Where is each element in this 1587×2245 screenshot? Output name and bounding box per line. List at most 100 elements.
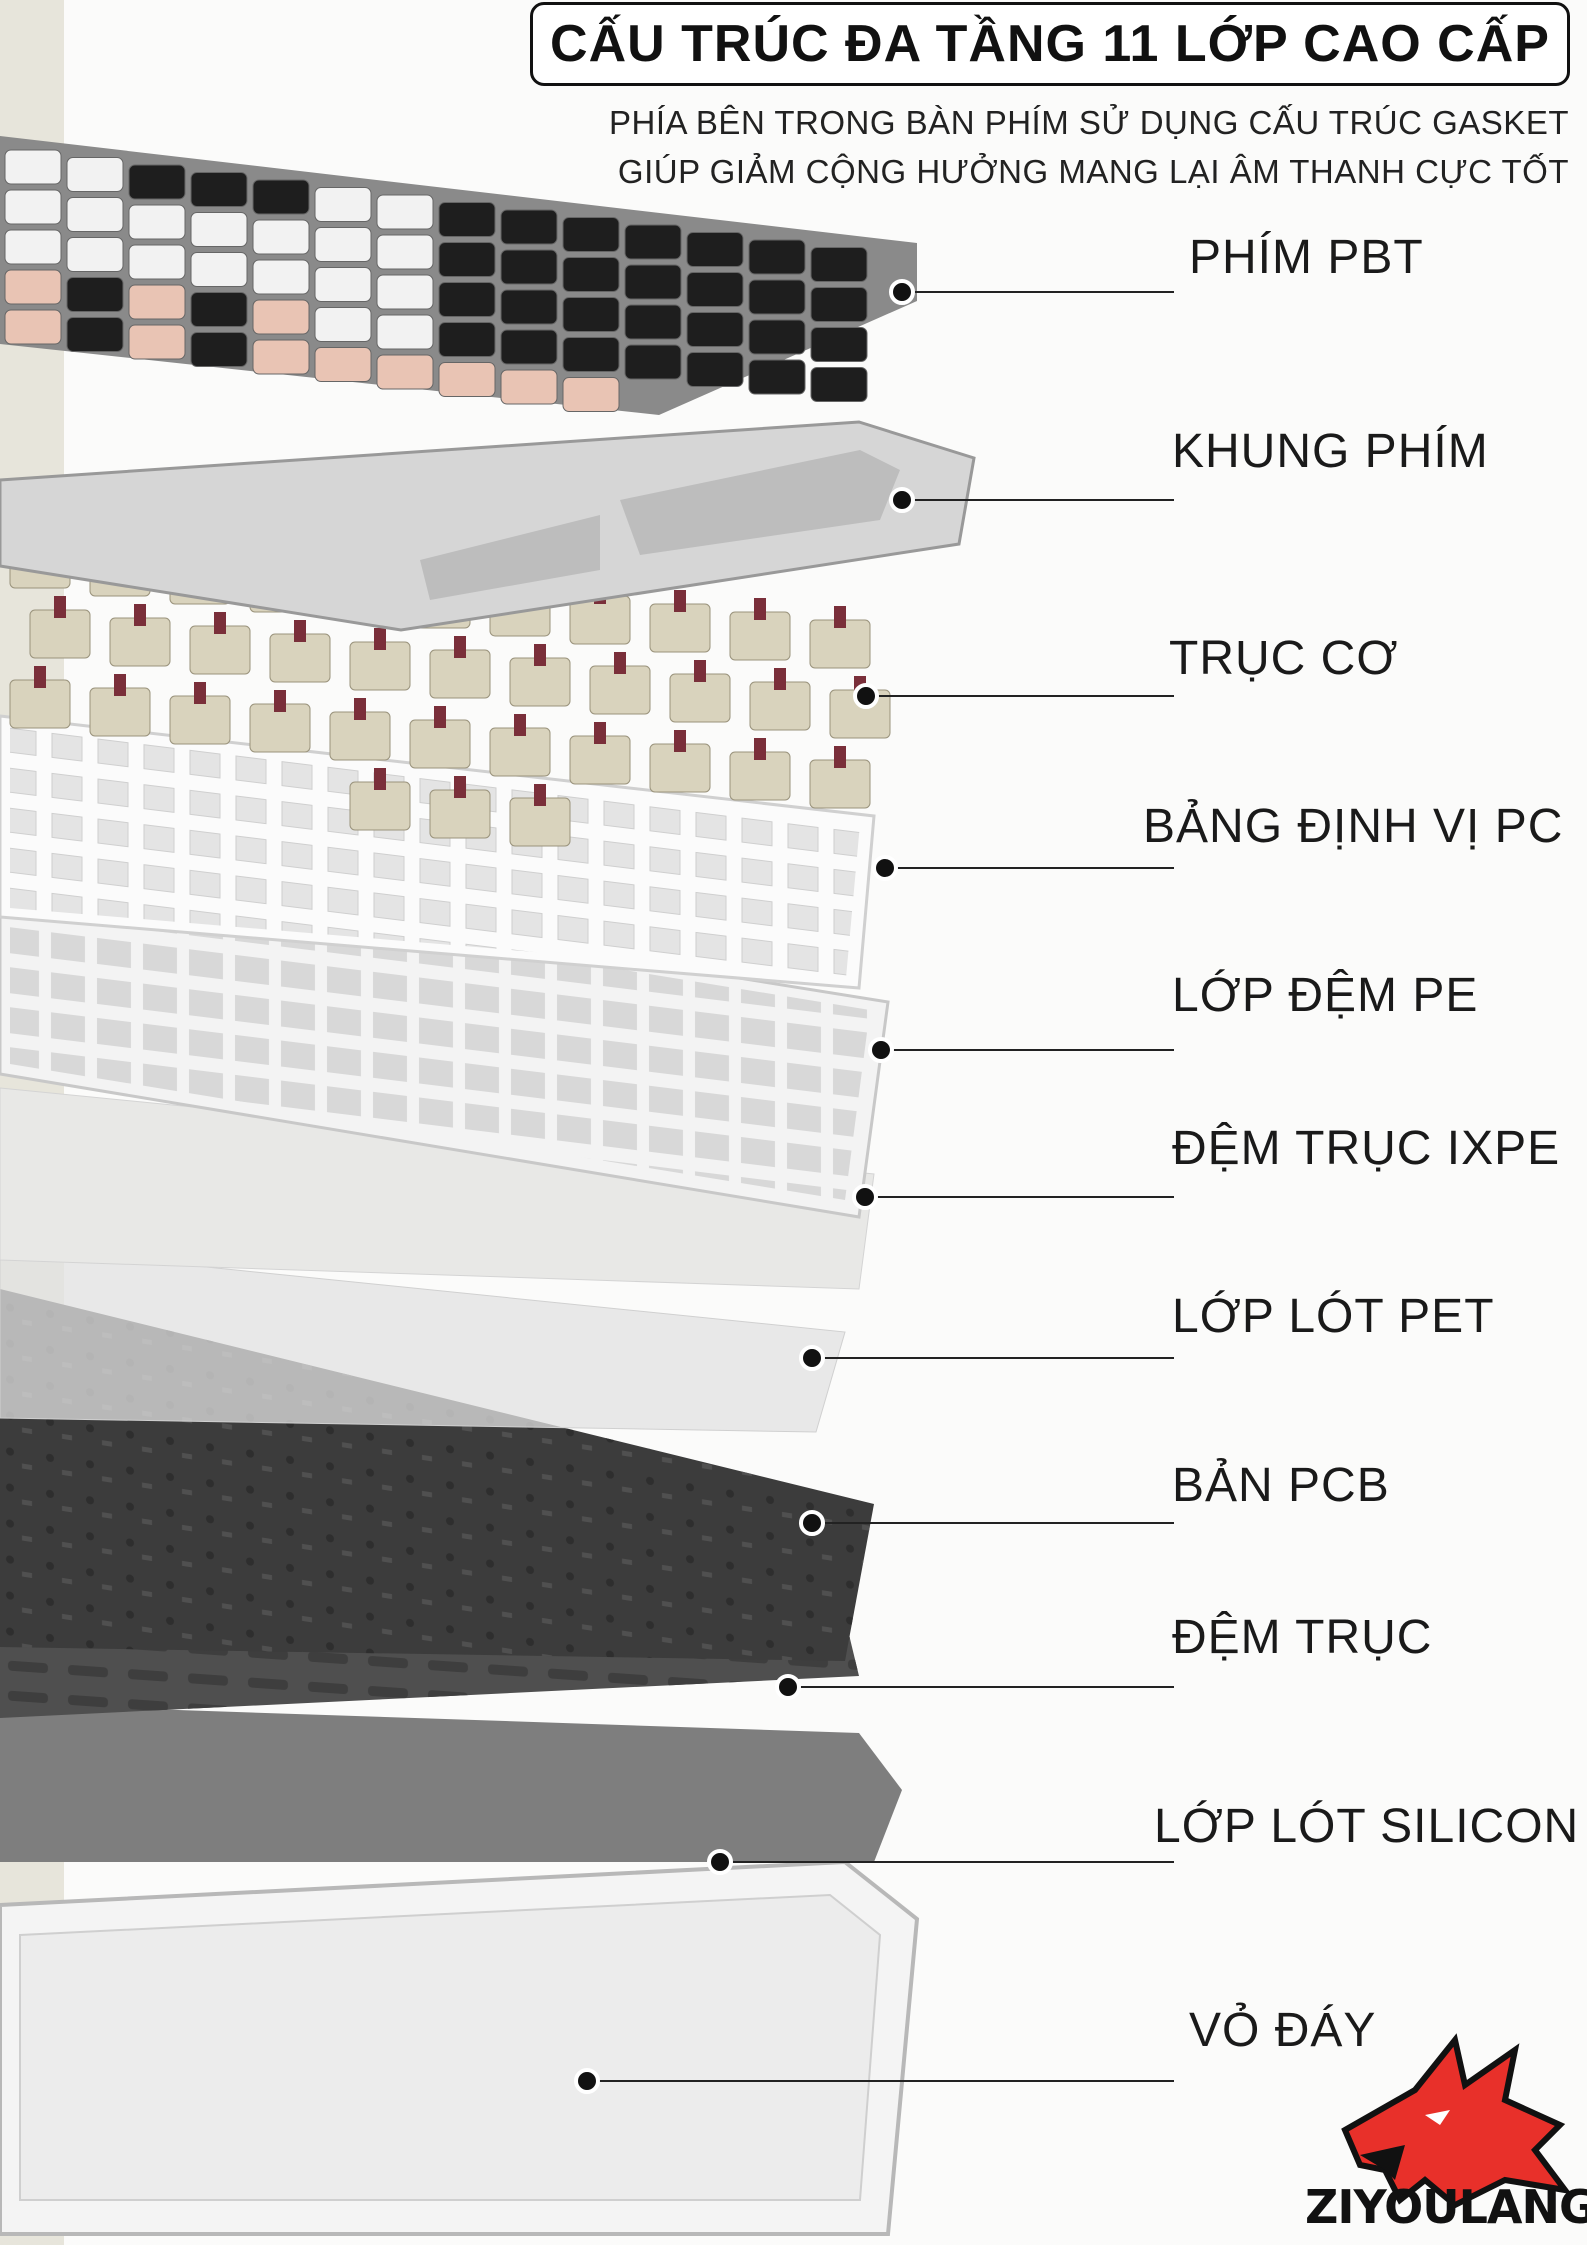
keycap	[128, 324, 186, 360]
keycap	[438, 362, 496, 397]
switch-icon	[349, 768, 411, 831]
keycap	[686, 272, 744, 307]
switch-icon	[9, 666, 71, 729]
keycap	[4, 269, 62, 305]
keycap	[624, 344, 682, 380]
keycap	[376, 314, 434, 350]
frame-cutout	[620, 450, 900, 555]
keycap	[500, 289, 558, 325]
layer-keyboard-frame	[0, 420, 976, 632]
keycap	[562, 377, 620, 412]
label-silicon-liner: LỚP LÓT SILICON	[1154, 1800, 1580, 1853]
keycap	[252, 299, 310, 335]
keycap	[748, 359, 806, 395]
keycap	[4, 309, 62, 345]
switch-icon	[249, 690, 311, 753]
switch-icon	[169, 682, 231, 745]
keycap	[128, 164, 186, 200]
keycap	[190, 172, 248, 207]
label-pbt-keycaps: PHÍM PBT	[1189, 231, 1424, 284]
keycap	[810, 327, 868, 362]
keycap	[748, 239, 806, 275]
keycap	[500, 209, 558, 245]
switch-icon	[649, 730, 711, 793]
keycap	[562, 337, 620, 372]
subtitle-line-1: PHÍA BÊN TRONG BÀN PHÍM SỬ DỤNG CẤU TRÚC…	[609, 104, 1569, 141]
keycap	[190, 252, 248, 287]
switch-icon	[729, 738, 791, 801]
switch-icon	[669, 660, 731, 723]
keycap	[190, 292, 248, 327]
leader-dot	[799, 1345, 825, 1371]
label-frame: KHUNG PHÍM	[1172, 425, 1489, 478]
switch-icon	[569, 722, 631, 785]
layer-pet-liner	[0, 1245, 846, 1433]
switch-icon	[809, 746, 871, 809]
switch-icon	[509, 644, 571, 707]
keycap	[376, 354, 434, 390]
switch-icon	[429, 636, 491, 699]
keycap	[748, 319, 806, 355]
keycap	[4, 229, 62, 265]
label-pcb: BẢN PCB	[1172, 1459, 1390, 1512]
keycap	[128, 284, 186, 320]
keycap	[314, 227, 372, 262]
keycap	[562, 257, 620, 292]
switch-icon	[429, 776, 491, 839]
switch-icon	[489, 714, 551, 777]
keycap	[190, 212, 248, 247]
frame-cutout	[420, 515, 600, 600]
wolf-logo-icon	[1341, 2033, 1572, 2209]
keycap	[314, 347, 372, 382]
label-ixpe-foam: ĐỆM TRỤC IXPE	[1172, 1122, 1561, 1175]
page-title: CẤU TRÚC ĐA TẦNG 11 LỚP CAO CẤP	[550, 15, 1550, 73]
switch-icon	[189, 612, 251, 675]
keycap	[66, 237, 124, 272]
keycap	[500, 369, 558, 405]
switch-icon	[589, 652, 651, 715]
switch-cluster	[9, 526, 891, 847]
switch-icon	[509, 784, 571, 847]
layer-silicon-liner	[0, 1704, 902, 1862]
keycap	[4, 149, 62, 185]
pe-foam-cutouts	[10, 870, 870, 1200]
keycap	[810, 367, 868, 402]
keycap	[438, 242, 496, 277]
keycap	[190, 332, 248, 367]
keycap	[128, 204, 186, 240]
keycap	[562, 217, 620, 252]
keycap	[438, 322, 496, 357]
keycap	[500, 249, 558, 285]
keycap	[438, 282, 496, 317]
keycap	[810, 287, 868, 322]
leader-dot	[707, 1849, 733, 1875]
keycap	[376, 274, 434, 310]
keycap	[128, 244, 186, 280]
subtitle-line-2: GIÚP GIẢM CỘNG HƯỞNG MANG LẠI ÂM THANH C…	[617, 153, 1569, 190]
keycap-grid	[4, 149, 868, 412]
label-pe-foam: LỚP ĐỆM PE	[1172, 969, 1479, 1022]
keycap	[624, 224, 682, 260]
switch-icon	[729, 598, 791, 661]
keycap	[686, 232, 744, 267]
brand-wordmark: ZIYOULANG	[1305, 2180, 1587, 2234]
label-pet-liner: LỚP LÓT PET	[1172, 1290, 1495, 1343]
leader-dot	[775, 1674, 801, 1700]
leader-dot	[853, 683, 879, 709]
keycap	[624, 304, 682, 340]
keycap	[66, 197, 124, 232]
keycap	[438, 202, 496, 237]
keycap	[66, 317, 124, 352]
label-switches: TRỤC CƠ	[1169, 632, 1399, 685]
keycap	[252, 339, 310, 375]
switch-icon	[29, 596, 91, 659]
leader-dot	[799, 1510, 825, 1536]
keycap	[314, 267, 372, 302]
leader-dot	[574, 2068, 600, 2094]
switch-icon	[749, 668, 811, 731]
keycap	[500, 329, 558, 365]
keycap	[562, 297, 620, 332]
switch-icon	[329, 698, 391, 761]
keycap	[686, 352, 744, 387]
